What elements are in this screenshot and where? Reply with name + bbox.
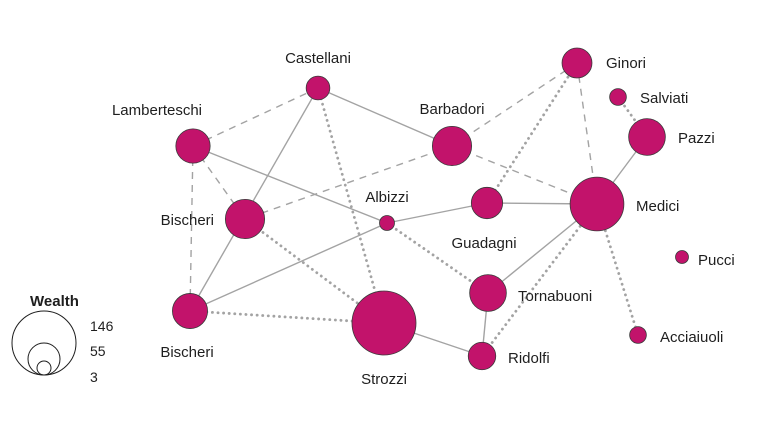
legend-value-large: 146 [90, 318, 114, 334]
edge-lamberteschi-albizzi [192, 145, 388, 224]
node-tornabuoni [469, 274, 507, 312]
legend-circle-medium [27, 342, 61, 376]
legend-value-medium: 55 [90, 343, 106, 359]
edge-castellani-strozzi [316, 86, 386, 325]
edge-albizzi-bischeri_lower [189, 222, 388, 312]
node-label-pazzi: Pazzi [678, 130, 715, 147]
node-label-albizzi: Albizzi [365, 189, 408, 206]
node-castellani [305, 75, 331, 101]
node-barbadori [431, 125, 473, 167]
node-label-tornabuoni: Tornabuoni [518, 288, 592, 305]
edge-castellani-bischeri_lower [189, 87, 319, 312]
node-salviati [609, 88, 627, 106]
legend-circle-small [36, 360, 52, 376]
node-guadagni [470, 186, 504, 220]
node-lamberteschi [175, 128, 211, 164]
node-ridolfi [467, 341, 497, 371]
node-bischeri_upper [224, 198, 266, 240]
edge-albizzi-guadagni [386, 202, 488, 224]
node-label-lamberteschi: Lamberteschi [112, 102, 202, 119]
legend-value-small: 3 [90, 369, 98, 385]
edge-medici-ridolfi [480, 202, 599, 358]
node-label-pucci: Pucci [698, 252, 735, 269]
legend-title: Wealth [30, 293, 79, 310]
nodes-layer [172, 47, 689, 371]
node-label-guadagni: Guadagni [451, 235, 516, 252]
node-ginori [561, 47, 593, 79]
node-pucci [675, 250, 689, 264]
edge-barbadori-bischeri_upper [244, 145, 453, 220]
edge-ginori-guadagni [485, 61, 579, 205]
node-label-strozzi: Strozzi [361, 371, 407, 388]
wealth-legend: Wealth 146 55 3 [11, 293, 114, 385]
node-bischeri_lower [172, 293, 208, 329]
edge-castellani-lamberteschi [192, 87, 319, 147]
node-medici [569, 176, 625, 232]
edge-castellani-barbadori [317, 87, 453, 147]
node-albizzi [379, 215, 395, 231]
node-label-acciaiuoli: Acciaiuoli [660, 329, 723, 346]
node-label-barbadori: Barbadori [419, 101, 484, 118]
node-strozzi [351, 290, 417, 356]
node-label-salviati: Salviati [640, 90, 688, 107]
edge-lamberteschi-bischeri_lower [189, 145, 194, 312]
node-label-bischeri_upper: Bischeri [161, 212, 214, 229]
node-pazzi [628, 118, 666, 156]
edge-albizzi-tornabuoni [385, 221, 490, 295]
node-label-medici: Medici [636, 198, 679, 215]
node-acciaiuoli [629, 326, 647, 344]
node-label-ridolfi: Ridolfi [508, 350, 550, 367]
node-label-ginori: Ginori [606, 55, 646, 72]
node-label-bischeri_lower: Bischeri [160, 344, 213, 361]
node-label-castellani: Castellani [285, 50, 351, 67]
